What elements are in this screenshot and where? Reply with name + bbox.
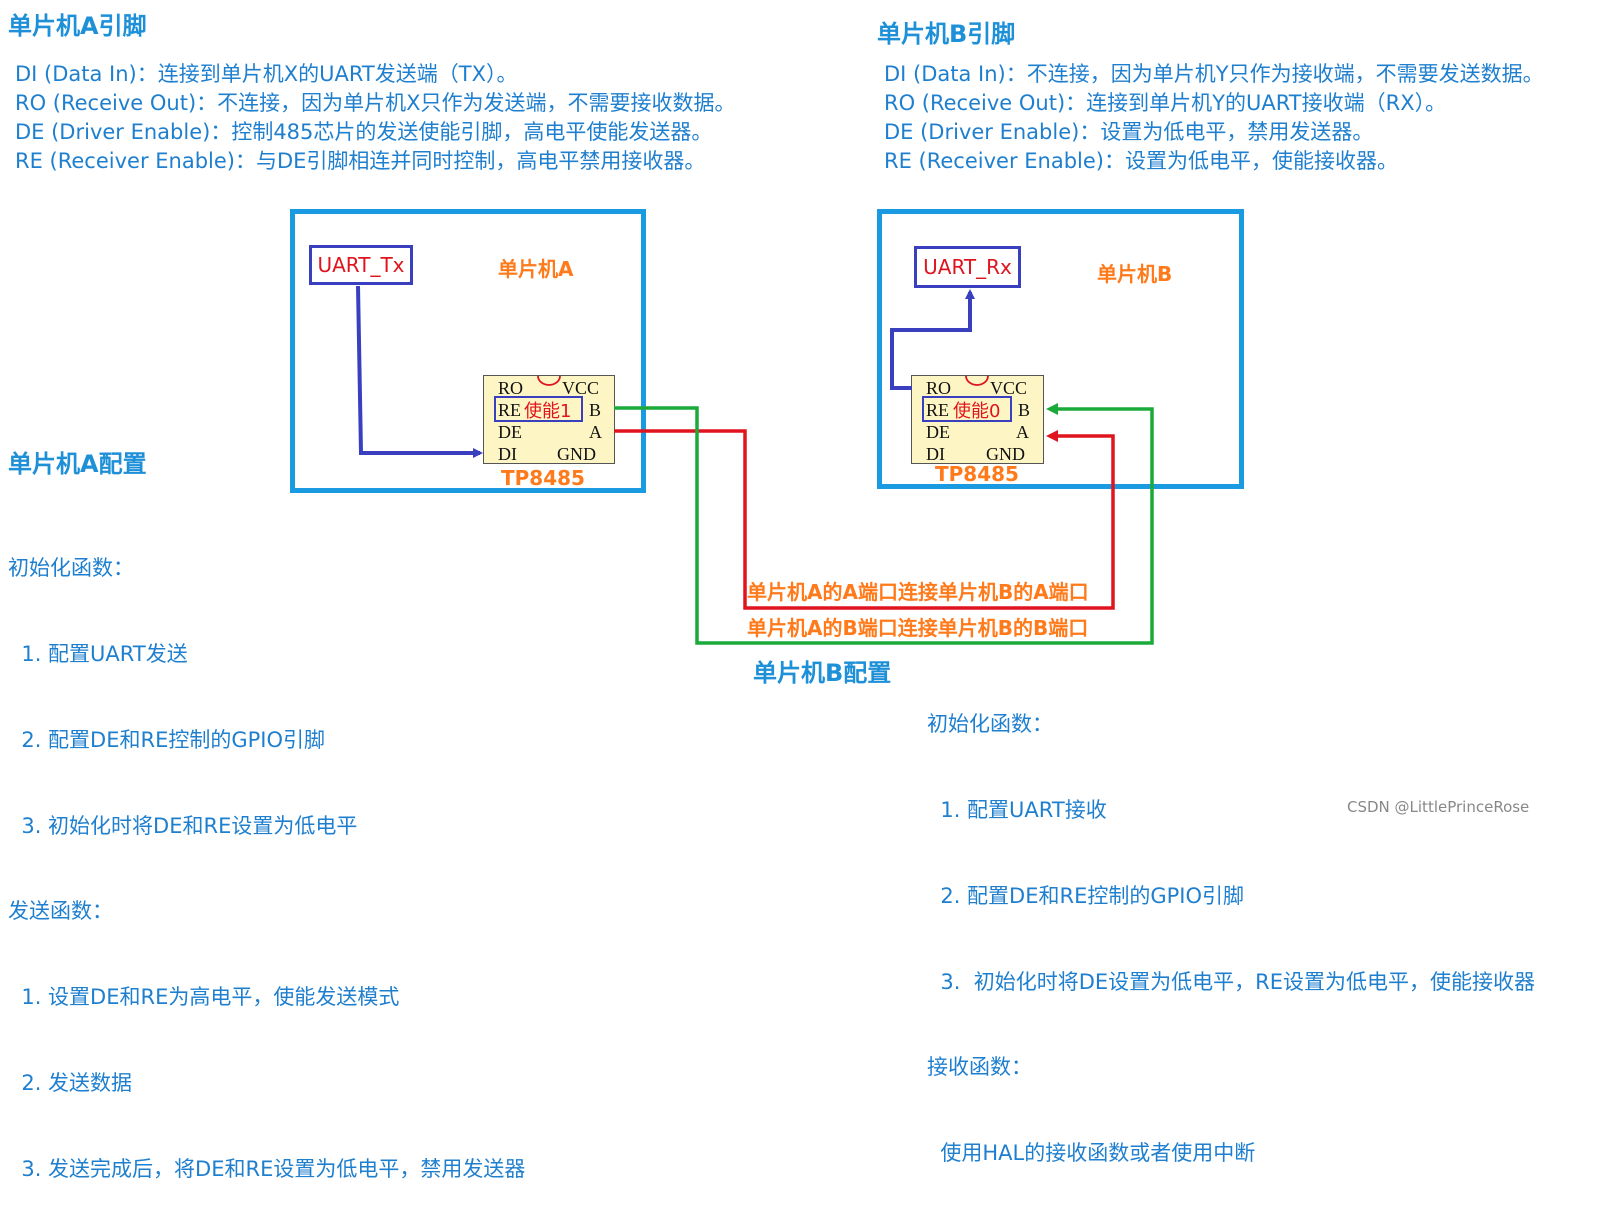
mcu-b-pin-re: RE (Receiver Enable)：设置为低电平，使能接收器。: [884, 149, 1398, 173]
chip-b-enable-text: 使能0: [953, 401, 1001, 422]
mcu-b-frame: [877, 209, 1244, 489]
chip-b: RO VCC RE B DE A DI GND: [911, 375, 1044, 464]
mcu-b-config-heading: 单片机B配置: [753, 659, 892, 687]
mcu-a-pin-ro: RO (Receive Out)：不连接，因为单片机X只作为发送端，不需要接收数…: [15, 91, 736, 115]
chip-a-pin-vcc: VCC: [562, 378, 600, 398]
mcu-a-frame: [290, 209, 646, 493]
chip-b-pin-vcc: VCC: [990, 378, 1028, 398]
chip-b-enable-box: [922, 396, 1012, 422]
port-b-connection-label: 单片机A的B端口连接单片机B的B端口: [747, 616, 1089, 640]
mcu-a-config-line: 2. 配置DE和RE控制的GPIO引脚: [8, 727, 326, 752]
mcu-a-config-line: 初始化函数：: [8, 556, 134, 581]
chip-b-pin-b: B: [1018, 400, 1031, 420]
uart-rx-label: UART_Rx: [923, 255, 1012, 279]
chip-a-pin-ro: RO: [498, 378, 524, 398]
mcu-b-pin-di: DI (Data In)：不连接，因为单片机Y只作为接收端，不需要发送数据。: [884, 62, 1544, 86]
mcu-a-pin-de: DE (Driver Enable)：控制485芯片的发送使能引脚，高电平使能发…: [15, 120, 713, 144]
mcu-a-pin-di: DI (Data In)：连接到单片机X的UART发送端（TX）。: [15, 62, 518, 86]
chip-b-name: TP8485: [935, 462, 1019, 486]
mcu-b-pins-list: DI (Data In)：不连接，因为单片机Y只作为接收端，不需要发送数据。 R…: [884, 60, 1544, 176]
chip-a-name: TP8485: [501, 466, 585, 490]
mcu-a-pins-list: DI (Data In)：连接到单片机X的UART发送端（TX）。 RO (Re…: [15, 60, 736, 176]
chip-a: RO VCC RE B DE A DI GND: [483, 375, 615, 464]
mcu-b-config-list: 初始化函数： 1. 配置UART接收 2. 配置DE和RE控制的GPIO引脚 3…: [927, 653, 1535, 1196]
port-a-connection-label: 单片机A的A端口连接单片机B的A端口: [747, 580, 1089, 604]
wire-ro-to-uart-rx: [890, 289, 975, 390]
mcu-b-pins-heading: 单片机B引脚: [877, 20, 1016, 48]
mcu-a-config-line: 3. 发送完成后，将DE和RE设置为低电平，禁用发送器: [8, 1156, 526, 1181]
mcu-b-config-line: 2. 配置DE和RE控制的GPIO引脚: [927, 883, 1245, 908]
wire-b-line: [614, 403, 1154, 645]
mcu-a-config-line: 1. 配置UART发送: [8, 641, 188, 666]
chip-a-notch: [537, 375, 561, 386]
mcu-b-pin-ro: RO (Receive Out)：连接到单片机Y的UART接收端（RX）。: [884, 91, 1447, 115]
mcu-a-config-heading: 单片机A配置: [8, 450, 147, 478]
chip-b-pin-ro: RO: [926, 378, 952, 398]
mcu-a-config-line: 3. 初始化时将DE和RE设置为低电平: [8, 813, 358, 838]
chip-a-pin-di: DI: [498, 444, 517, 464]
mcu-a-pin-re: RE (Receiver Enable)：与DE引脚相连并同时控制，高电平禁用接…: [15, 149, 706, 173]
mcu-b-config-line: 3. 初始化时将DE设置为低电平，RE设置为低电平，使能接收器: [927, 969, 1536, 994]
mcu-a-config-list: 初始化函数： 1. 配置UART发送 2. 配置DE和RE控制的GPIO引脚 3…: [8, 497, 525, 1212]
chip-a-pin-gnd: GND: [557, 444, 596, 464]
mcu-b-config-line: 使用HAL的接收函数或者使用中断: [927, 1141, 1256, 1166]
chip-a-pin-re: RE: [498, 400, 522, 420]
chip-a-pin-b: B: [589, 400, 602, 420]
mcu-b-label: 单片机B: [1097, 262, 1173, 286]
mcu-a-label: 单片机A: [498, 257, 574, 281]
chip-a-pin-a: A: [589, 422, 602, 442]
mcu-a-config-line: 2. 发送数据: [8, 1070, 133, 1095]
mcu-a-config-line: 1. 设置DE和RE为高电平，使能发送模式: [8, 985, 400, 1010]
wiring-diagram: [356, 285, 1154, 645]
chip-a-enable-text: 使能1: [524, 401, 572, 422]
watermark: CSDN @LittlePrinceRose: [1347, 798, 1530, 816]
chip-a-enable-box: [494, 396, 583, 422]
mcu-b-pin-de: DE (Driver Enable)：设置为低电平，禁用发送器。: [884, 120, 1374, 144]
uart-rx-box: UART_Rx: [914, 246, 1021, 288]
chip-a-pin-de: DE: [498, 422, 522, 442]
chip-b-pin-a: A: [1016, 422, 1029, 442]
mcu-a-pins-heading: 单片机A引脚: [8, 12, 147, 40]
wire-uart-tx-to-di: [356, 285, 483, 458]
wire-a-line: [614, 429, 1115, 610]
mcu-b-config-line: 1. 配置UART接收: [927, 797, 1107, 822]
mcu-a-config-line: 发送函数：: [8, 899, 113, 924]
chip-b-notch: [965, 375, 989, 386]
mcu-b-config-line: 接收函数：: [927, 1055, 1032, 1080]
chip-b-pin-de: DE: [926, 422, 950, 442]
mcu-b-config-line: 初始化函数：: [927, 712, 1053, 737]
chip-b-pin-di: DI: [926, 444, 945, 464]
chip-b-pin-re: RE: [926, 400, 950, 420]
uart-tx-box: UART_Tx: [309, 245, 413, 285]
chip-b-pin-gnd: GND: [986, 444, 1025, 464]
uart-tx-label: UART_Tx: [317, 253, 405, 277]
